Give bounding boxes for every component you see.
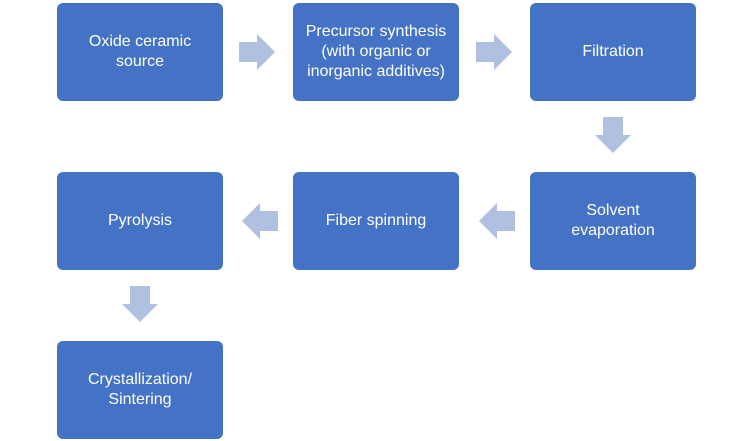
step-oxide-ceramic-source: Oxide ceramic source [57,3,223,101]
step-label: Oxide ceramic source [88,33,192,70]
step-fiber-spinning: Fiber spinning [293,172,459,270]
arrow-right-icon [239,34,275,70]
step-label: Fiber spinning [325,212,427,229]
arrow-right-icon [476,34,512,70]
arrow-left-icon [242,203,278,239]
arrow-left-icon [479,203,515,239]
step-label: Filtration [582,43,644,60]
step-label: Pyrolysis [107,212,172,229]
arrow-down-icon [595,117,631,153]
step-label: Crystallization/ Sintering [87,371,193,408]
step-solvent-evaporation: Solvent evaporation [530,172,696,270]
step-label: Solvent evaporation [571,202,655,239]
arrow-down-icon [122,286,158,322]
step-filtration: Filtration [530,3,696,101]
step-crystallization-sintering: Crystallization/ Sintering [57,341,223,439]
step-precursor-synthesis: Precursor synthesis (with organic or ino… [293,3,459,101]
step-pyrolysis: Pyrolysis [57,172,223,270]
step-label: Precursor synthesis (with organic or ino… [305,23,447,80]
